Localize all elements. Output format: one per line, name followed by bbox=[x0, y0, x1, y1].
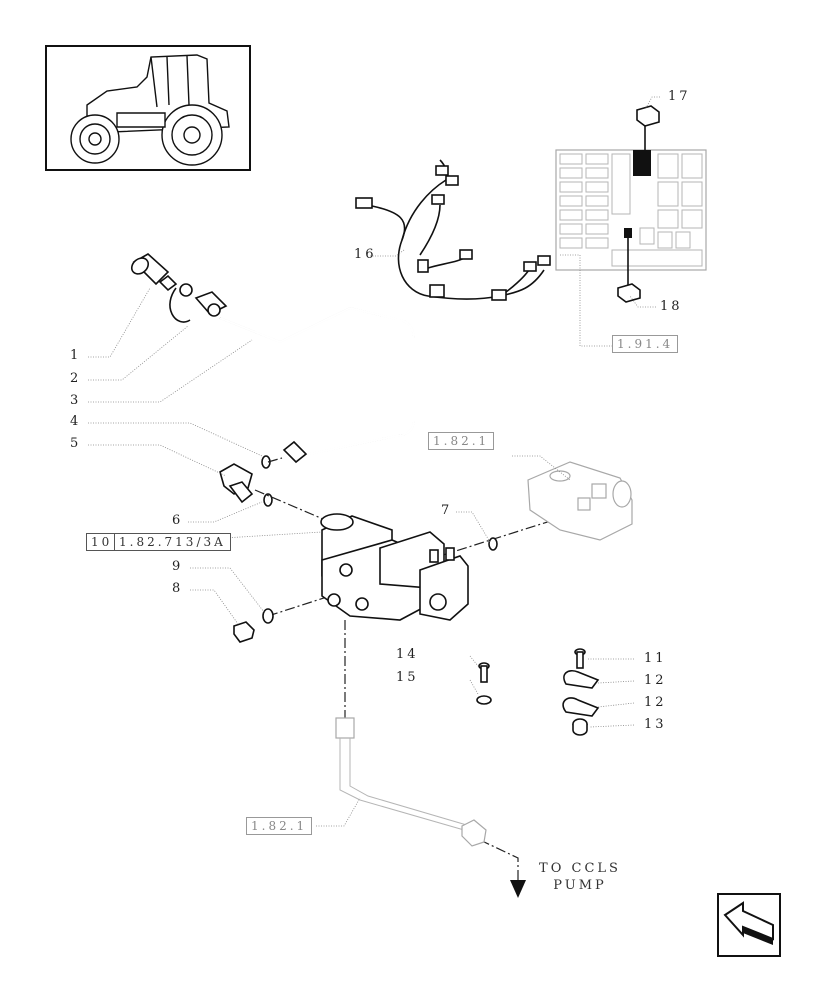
valve-reference-link[interactable]: 1.82.1 bbox=[428, 432, 495, 450]
callout-14: 14 bbox=[396, 647, 419, 662]
hydraulic-pipe-part-3 bbox=[219, 306, 416, 464]
flow-arrow bbox=[510, 880, 526, 898]
callout-4: 4 bbox=[70, 414, 82, 429]
fusebox-reference-link[interactable]: 1.91.4 bbox=[612, 335, 679, 353]
elbow-fitting-part-5 bbox=[219, 463, 254, 504]
pump-note: TO CCLS PUMP bbox=[530, 860, 630, 894]
clamp-part-12-upper bbox=[563, 669, 600, 689]
pipe-reference-link[interactable]: 1.82.1 bbox=[246, 817, 313, 835]
valve-block-part-10 bbox=[320, 513, 469, 621]
reference-valve-ghost bbox=[527, 461, 633, 541]
callout-11: 11 bbox=[644, 651, 667, 666]
tractor-thumbnail bbox=[45, 45, 251, 171]
callout-17: 17 bbox=[668, 89, 691, 104]
o-ring-part-6 bbox=[263, 493, 273, 507]
callout-15: 15 bbox=[396, 670, 419, 685]
callout-13: 13 bbox=[644, 717, 667, 732]
wiring-harness-part-16 bbox=[355, 159, 551, 301]
callout-leaders bbox=[88, 96, 660, 827]
bolt-part-14 bbox=[478, 662, 490, 683]
callout-16: 16 bbox=[354, 247, 377, 262]
plug-part-8 bbox=[233, 621, 255, 643]
fuse-part-18 bbox=[617, 283, 641, 303]
washer-part-9 bbox=[262, 608, 274, 624]
fuse-box bbox=[555, 149, 707, 290]
tractor-thumbnail-icon bbox=[70, 54, 230, 166]
dust-cap-chain-part-2 bbox=[169, 283, 228, 323]
clamp-part-12-lower bbox=[562, 697, 600, 717]
callout-12b: 12 bbox=[644, 695, 667, 710]
next-page-arrow-icon bbox=[723, 901, 774, 945]
screw-part-11 bbox=[574, 648, 586, 669]
callout-6: 6 bbox=[172, 513, 184, 528]
next-page-button[interactable] bbox=[717, 893, 781, 957]
pump-note-line-2: PUMP bbox=[553, 878, 607, 893]
callout-12a: 12 bbox=[644, 673, 667, 688]
item-10-number-box: 10 bbox=[86, 533, 118, 551]
callout-5: 5 bbox=[70, 436, 82, 451]
pump-pipe-ghost bbox=[335, 717, 487, 847]
assembly-axis-lines bbox=[254, 457, 561, 890]
o-ring-part-7 bbox=[488, 537, 498, 551]
callout-18: 18 bbox=[660, 299, 683, 314]
pump-note-line-1: TO CCLS bbox=[539, 861, 621, 876]
item-10-reference-link[interactable]: 1.82.713/3A bbox=[114, 533, 231, 551]
callout-2: 2 bbox=[70, 371, 82, 386]
callout-3: 3 bbox=[70, 393, 82, 408]
callout-8: 8 bbox=[172, 581, 184, 596]
relay-part-17 bbox=[636, 105, 660, 150]
callout-1: 1 bbox=[70, 348, 82, 363]
callout-7: 7 bbox=[441, 503, 453, 518]
nut-part-13 bbox=[572, 718, 588, 736]
washer-part-15 bbox=[476, 695, 492, 705]
callout-9: 9 bbox=[172, 559, 184, 574]
sensor-connector-part-1 bbox=[130, 253, 178, 292]
